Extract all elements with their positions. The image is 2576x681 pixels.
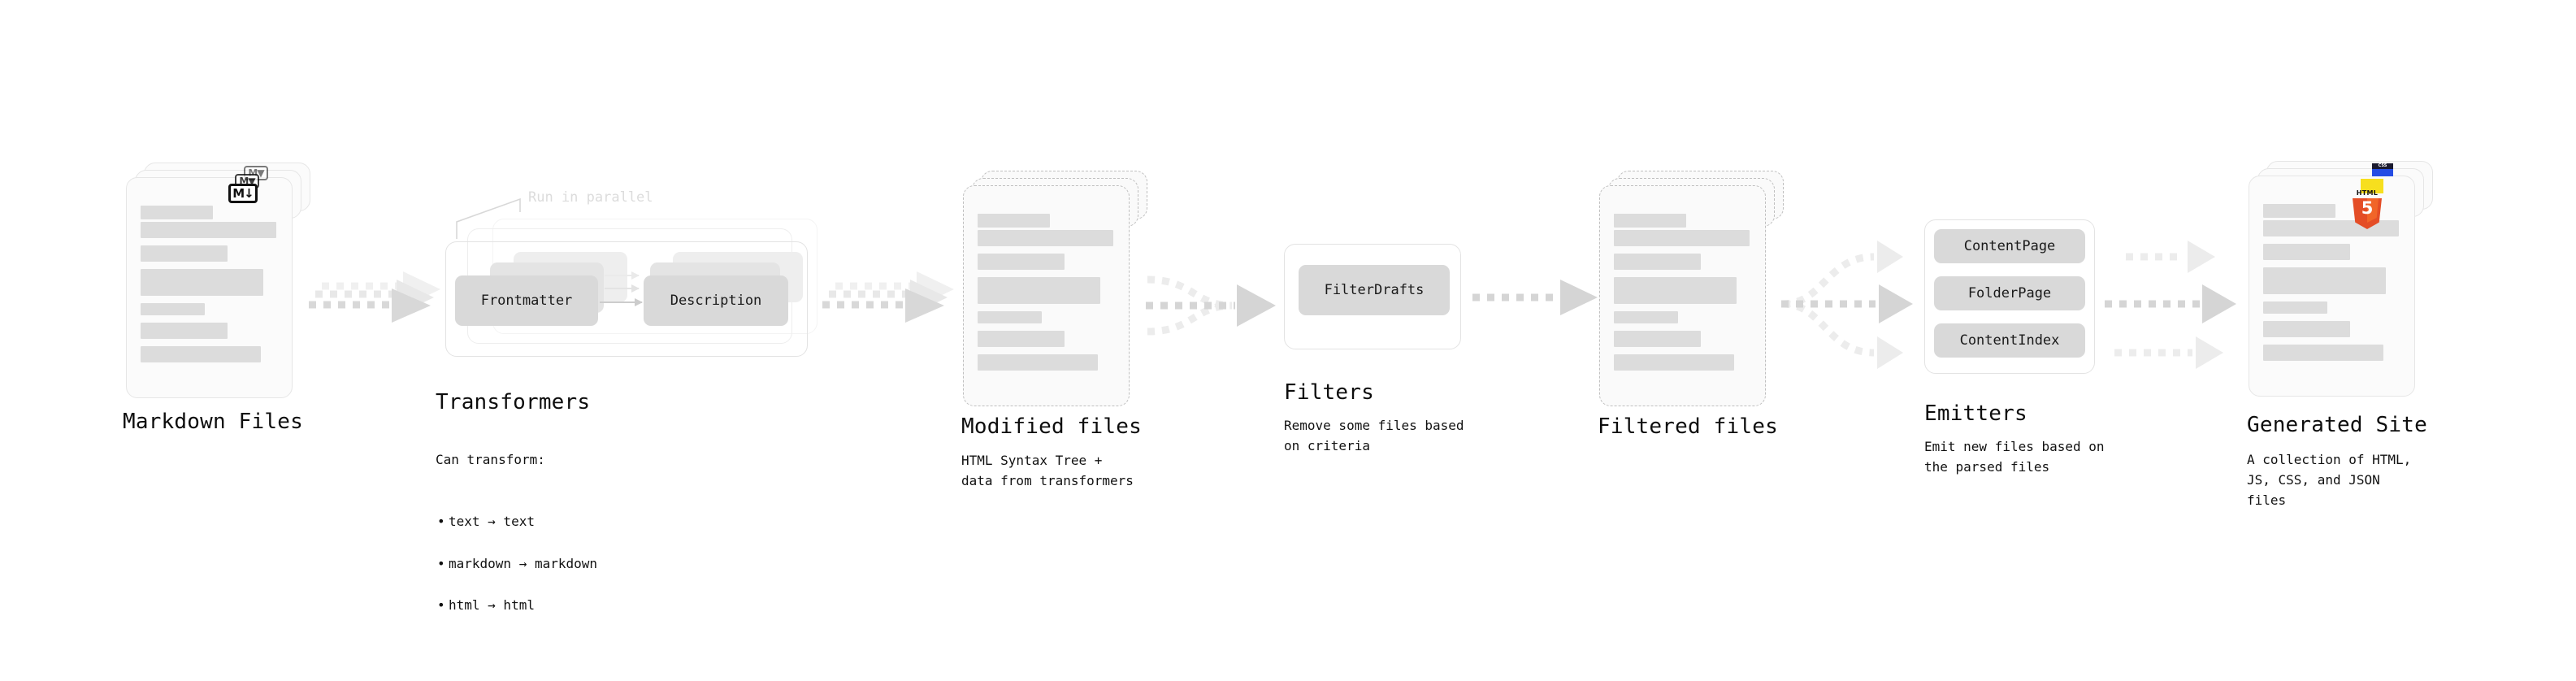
placeholder-bar (978, 354, 1098, 371)
file-card-front (126, 177, 293, 398)
transform-caption-lead: Can transform: (436, 451, 545, 467)
stage-caption-transformers: Can transform: text → text markdown → ma… (436, 428, 597, 657)
placeholder-bar (2263, 267, 2387, 294)
transform-bullet-item: markdown → markdown (437, 553, 597, 575)
placeholder-bar (141, 323, 228, 339)
stage-title-filtered-files: Filtered files (1598, 414, 1778, 439)
stage-filtered-files: Filtered files (1598, 171, 1784, 439)
file-placeholder-lines (1614, 214, 1754, 371)
generated-file-stack: CSS HTML 5 (2249, 161, 2433, 397)
placeholder-bar (141, 346, 261, 362)
stage-title-generated-site: Generated Site (2247, 413, 2427, 437)
markdown-file-stack: M▼ M▼ M↓ (126, 163, 310, 398)
file-placeholder-lines (978, 214, 1117, 371)
transformer-pill-frontmatter[interactable]: Frontmatter (455, 275, 598, 326)
transform-bullet-item: text → text (437, 511, 597, 532)
placeholder-bar (978, 254, 1065, 270)
placeholder-bar (2263, 321, 2350, 337)
placeholder-bar (2263, 244, 2350, 260)
stage-title-emitters: Emitters (1924, 401, 2027, 426)
placeholder-bar (2263, 345, 2383, 361)
placeholder-bar (978, 331, 1065, 347)
placeholder-bar (1614, 230, 1750, 246)
file-card-front (1599, 185, 1766, 406)
file-card-front (963, 185, 1130, 406)
html5-icon-number: 5 (2361, 198, 2374, 218)
placeholder-title-bar (1614, 214, 1687, 228)
emitter-pill-contentindex[interactable]: ContentIndex (1934, 323, 2085, 358)
connector-filtered-to-emitters (1773, 229, 1936, 375)
placeholder-bar (2263, 301, 2328, 314)
transformer-inner-arrow-1 (600, 298, 643, 306)
connector-emitters-to-site (2097, 229, 2267, 375)
transformer-pill-description[interactable]: Description (644, 275, 788, 326)
stage-transformers: Run in parallel Frontmatter Description … (436, 183, 861, 615)
placeholder-bar (1614, 354, 1734, 371)
file-placeholder-lines (2263, 204, 2403, 361)
css-icon: CSS (2372, 163, 2393, 176)
placeholder-bar (978, 311, 1043, 323)
stage-title-transformers: Transformers (436, 390, 591, 414)
run-in-parallel-bracket (453, 193, 543, 241)
filter-pill-filterdrafts[interactable]: FilterDrafts (1299, 265, 1450, 315)
stage-filters: FilterDrafts Filters Remove some files b… (1284, 244, 1560, 504)
file-card-front (2249, 176, 2415, 397)
emitter-pill-folderpage[interactable]: FolderPage (1934, 276, 2085, 310)
stage-caption-emitters: Emit new files based on the parsed files (1924, 439, 2105, 475)
css-icon-label: CSS (2372, 163, 2393, 169)
placeholder-bar (1614, 331, 1701, 347)
transformer-box-front (445, 241, 808, 357)
placeholder-bar (141, 222, 276, 238)
connector-filters-to-filtered (1471, 268, 1609, 358)
html5-icon: HTML 5 (2353, 189, 2382, 229)
emitter-pill-contentpage[interactable]: ContentPage (1934, 229, 2085, 263)
filtered-file-stack (1599, 171, 1784, 406)
connector-transformers-to-modified (821, 268, 967, 358)
stage-caption-filters: Remove some files based on criteria (1284, 418, 1464, 453)
connector-markdown-to-transformers (307, 268, 453, 358)
placeholder-bar (1614, 277, 1737, 304)
stage-markdown-files: M▼ M▼ M↓ Markdown Files (123, 163, 310, 434)
placeholder-title-bar (978, 214, 1051, 228)
stage-emitters: ContentPage FolderPage ContentIndex Emit… (1924, 219, 2249, 496)
stage-modified-files: Modified files HTML Syntax Tree + data f… (961, 171, 1147, 488)
modified-file-stack (963, 171, 1147, 406)
placeholder-bar (978, 230, 1113, 246)
placeholder-bar (1614, 254, 1701, 270)
stage-caption-generated-site: A collection of HTML, JS, CSS, and JSON … (2247, 452, 2412, 508)
placeholder-bar (141, 303, 206, 315)
transform-bullet-item: html → html (437, 595, 597, 616)
connector-modified-to-filters (1136, 244, 1307, 366)
stage-generated-site: CSS HTML 5 Generated Site A collection o… (2247, 161, 2433, 508)
stage-title-markdown-files: Markdown Files (123, 410, 303, 434)
placeholder-bar (1614, 311, 1679, 323)
placeholder-bar (978, 277, 1101, 304)
stage-caption-modified-files: HTML Syntax Tree + data from transformer… (961, 453, 1134, 488)
placeholder-title-bar (141, 206, 214, 219)
file-placeholder-lines (141, 206, 280, 362)
placeholder-bar (141, 245, 228, 262)
stage-title-modified-files: Modified files (961, 414, 1142, 439)
html5-icon-caption: HTML (2356, 189, 2379, 197)
transformer-inner-arrow-3 (605, 271, 640, 280)
transform-bullet-list: text → text markdown → markdown html → h… (436, 491, 597, 636)
markdown-icon: M↓ (228, 184, 258, 203)
js-icon (2361, 179, 2383, 193)
placeholder-title-bar (2263, 204, 2336, 218)
annotation-run-in-parallel: Run in parallel (528, 189, 653, 206)
stage-title-filters: Filters (1284, 380, 1374, 405)
placeholder-bar (141, 269, 264, 296)
transformer-inner-arrow-2 (605, 284, 640, 293)
